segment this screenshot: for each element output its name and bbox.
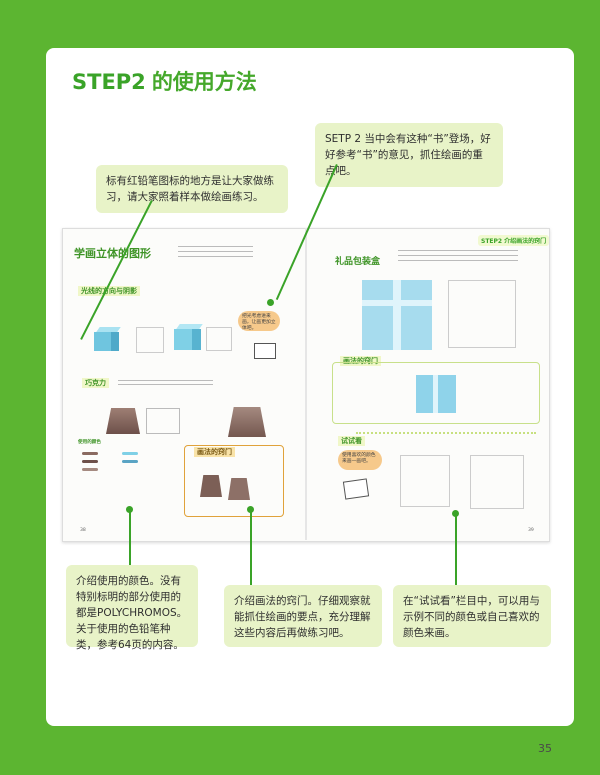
page-number: 35 (538, 742, 552, 755)
book-section-light: 光线的方向与阴影 (78, 286, 140, 296)
book-section-tips: 画法的窍门 (194, 447, 235, 457)
callout-colors: 介绍使用的颜色。没有特别标明的部分使用的都是POLYCHROMOS。关于使用的色… (66, 565, 198, 651)
callout-try-it: 在“试试看”栏目中，可以用与示例不同的颜色或自己喜欢的颜色来画。 (393, 585, 551, 647)
book-left-page-number: 38 (80, 528, 86, 533)
book-note-bubble: 把光考虑进来画，让画更加立体吧。 (238, 311, 280, 331)
color-swatch-3 (82, 468, 98, 471)
book-character-icon (254, 343, 276, 359)
book-try-dotted-line (356, 432, 536, 434)
callout-pencil-icon: 标有红铅笔图标的地方是让大家做练习，请大家照着样本做绘画练习。 (96, 165, 288, 213)
book-section-colors: 使用的颜色 (78, 440, 101, 445)
connector-try-dot (452, 510, 459, 517)
book-section-try: 试试看 (338, 436, 365, 446)
book-right-page-number: 39 (528, 528, 534, 533)
connector-colors (129, 510, 131, 568)
cube-outline-sample (136, 327, 164, 353)
book-left-intro-text (178, 246, 253, 260)
book-right-tips-label: 画法的窍门 (340, 356, 381, 366)
book-chocolate-text (118, 380, 213, 388)
connector-colors-dot (126, 506, 133, 513)
color-swatch-1 (82, 452, 98, 455)
chocolate-practice (228, 407, 266, 437)
chocolate-sample (106, 408, 140, 434)
connector-tips (250, 510, 252, 585)
cube-blue-practice (174, 324, 203, 350)
color-swatch-4 (122, 452, 138, 455)
book-step-badge: STEP2 介绍画法的窍门 (478, 235, 550, 246)
callout-tips: 介绍画法的窍门。仔细观察就能抓住绘画的要点，充分理解这些内容后再做练习吧。 (224, 585, 382, 647)
callout-book-icon: SETP 2 当中会有这种“书”登场，好好参考“书”的意见，抓住绘画的重点吧。 (315, 123, 503, 187)
cube-outline-practice (206, 327, 232, 351)
connector-book-dot (267, 299, 274, 306)
gift-box-try-1 (400, 455, 450, 507)
book-right-intro-text (398, 250, 518, 264)
cube-blue-sample (94, 327, 121, 351)
color-swatch-5 (122, 460, 138, 463)
book-tips-box (184, 445, 284, 517)
gift-box-try-2 (470, 455, 524, 509)
book-try-character (342, 478, 370, 500)
step-label: STEP2 (72, 70, 146, 94)
color-swatch-2 (82, 460, 98, 463)
tips-chocolate-left (200, 475, 222, 497)
book-left-title: 学画立体的图形 (74, 247, 151, 260)
book-try-bubble: 使用喜欢的颜色来画一画吧。 (338, 450, 382, 470)
chocolate-outline (146, 408, 180, 434)
tips-chocolate-right (228, 478, 250, 500)
book-spine (305, 228, 307, 540)
connector-try (455, 514, 457, 585)
gift-box-sample (362, 280, 432, 350)
gift-box-outline (448, 280, 516, 348)
title-text: 的使用方法 (151, 70, 257, 94)
book-right-title: 礼品包装盒 (335, 257, 381, 267)
connector-tips-dot (247, 506, 254, 513)
gift-box-small (416, 375, 456, 413)
book-section-chocolate: 巧克力 (82, 378, 109, 388)
book-right-tips-box (332, 362, 540, 424)
